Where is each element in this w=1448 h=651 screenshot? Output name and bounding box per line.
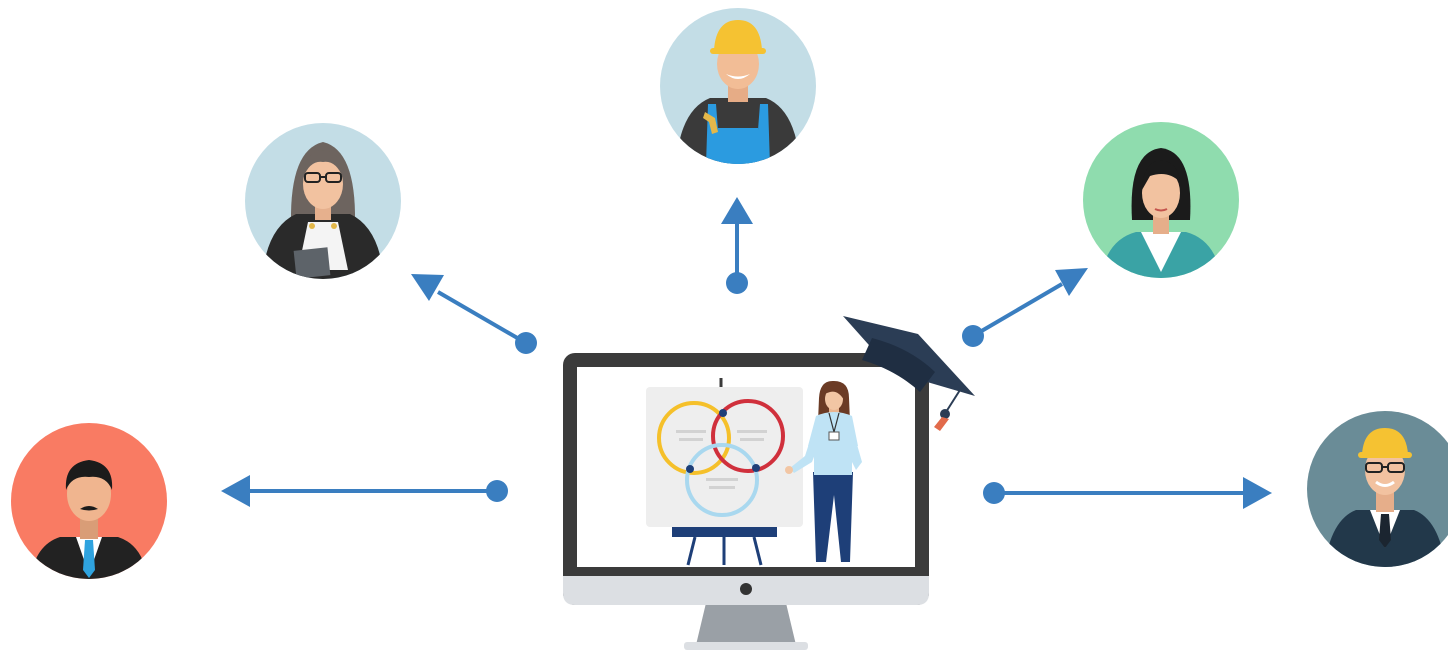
monitor-stand (696, 603, 796, 645)
graduation-cap-icon (843, 316, 975, 431)
arrow-to-businessman (221, 475, 508, 507)
monitor-icon (563, 353, 929, 650)
whiteboard (646, 378, 803, 566)
worker-avatar (660, 8, 816, 164)
venn-diagram (657, 399, 785, 517)
arrow-to-engineer (983, 477, 1272, 509)
engineer-manager-icon (1324, 428, 1446, 567)
woman-avatar (1083, 122, 1239, 278)
monitor-power-dot (740, 583, 752, 595)
judge-avatar (245, 123, 401, 279)
construction-worker-icon (676, 20, 800, 164)
arrow-to-judge (411, 274, 537, 354)
businesswoman-icon (1100, 148, 1222, 278)
monitor-base (684, 642, 808, 650)
presenter-icon (785, 380, 862, 562)
arrow-to-woman (962, 268, 1088, 347)
businessman-icon (30, 460, 148, 579)
judge-woman-icon (262, 142, 384, 279)
businessman-avatar (11, 423, 167, 579)
engineer-avatar (1307, 411, 1448, 567)
arrow-to-worker (721, 197, 753, 294)
